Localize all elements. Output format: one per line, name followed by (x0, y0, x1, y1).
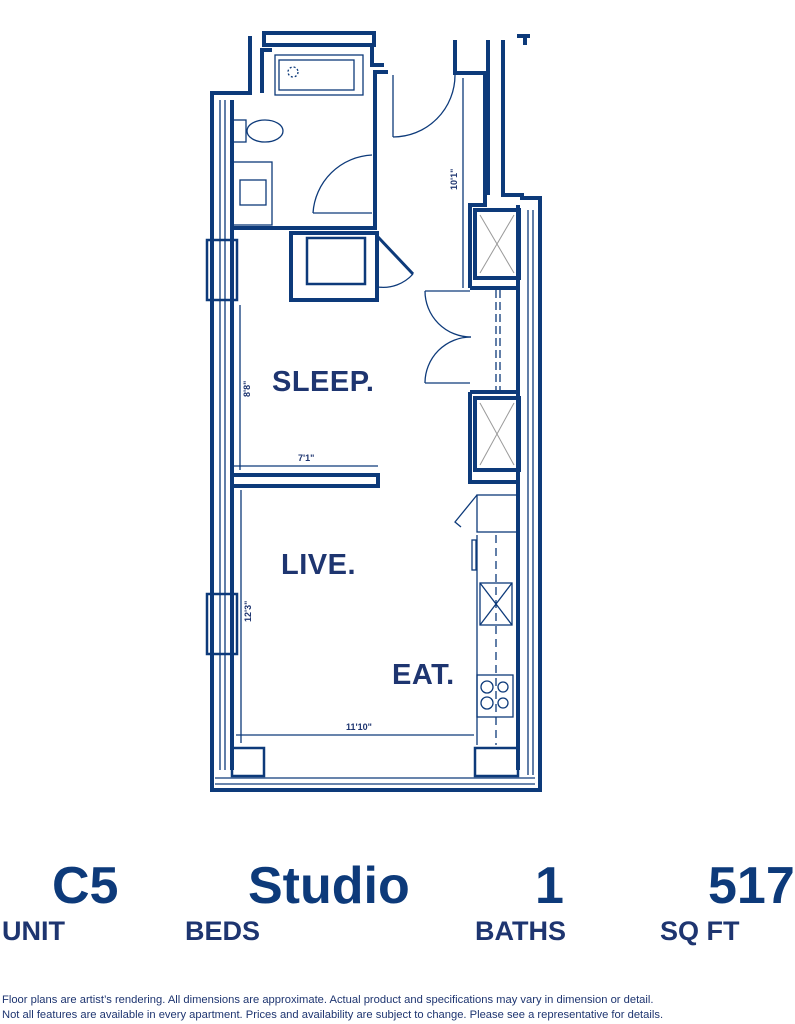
partition-wall (230, 473, 380, 488)
dimension-live-width: 11'10" (346, 722, 372, 732)
beds-label: BEDS (185, 916, 261, 946)
dimension-sleep-depth: 8'8" (242, 380, 252, 397)
room-label-live: LIVE. (281, 549, 357, 581)
kitchen (454, 494, 519, 745)
disclaimer-line-2: Not all features are available in every … (2, 1009, 664, 1021)
room-label-sleep: SLEEP. (272, 366, 375, 398)
unit-value: C5 (52, 857, 119, 915)
closet (289, 231, 415, 302)
windows (205, 100, 535, 785)
baths-label: BATHS (475, 916, 566, 946)
beds-value: Studio (248, 857, 410, 915)
sqft-label: SQ FT (660, 916, 740, 946)
disclaimer-line-1: Floor plans are artist’s rendering. All … (2, 994, 654, 1006)
sqft-value: 517 (708, 857, 795, 915)
bathroom (231, 45, 388, 230)
dimension-live-depth: 12'3" (243, 600, 253, 622)
dimension-lines (234, 305, 474, 743)
entry-hall (392, 40, 501, 390)
mechanical-shafts (468, 208, 521, 484)
room-label-eat: EAT. (392, 659, 455, 691)
unit-label: UNIT (2, 916, 65, 946)
baths-value: 1 (535, 857, 564, 915)
dimension-sleep-width: 7'1" (298, 453, 315, 463)
dimension-hall: 10'1" (449, 168, 459, 190)
